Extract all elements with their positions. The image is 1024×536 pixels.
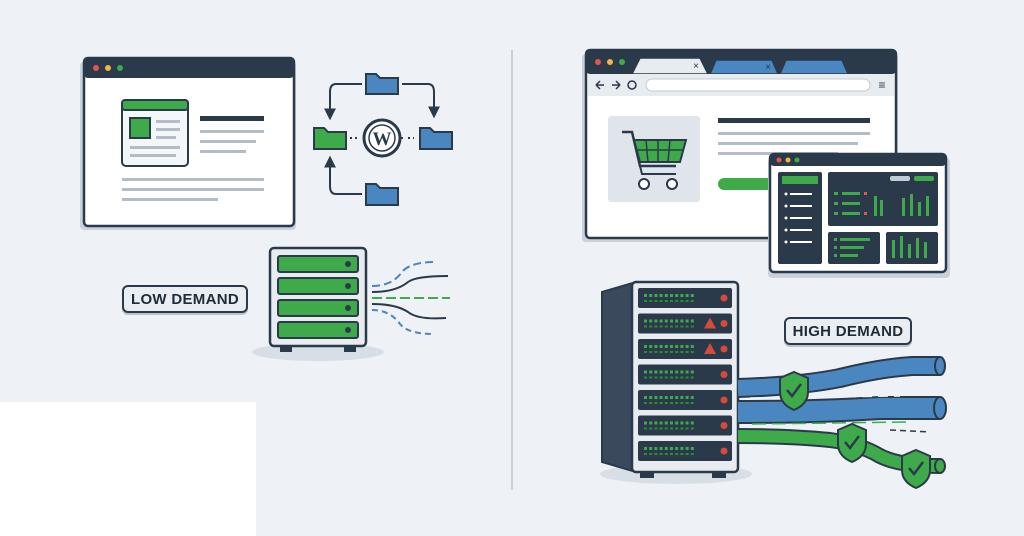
small-website-browser	[80, 56, 296, 230]
back-icon	[595, 80, 604, 90]
server-unit	[638, 364, 732, 385]
buy-button	[718, 178, 774, 190]
server-unit	[638, 441, 732, 461]
warning-icon	[704, 317, 716, 329]
status-light	[720, 396, 728, 404]
address-bar	[645, 78, 871, 92]
server-unit	[638, 313, 732, 334]
security-shield-icon	[901, 448, 931, 490]
security-shield-icon	[779, 370, 809, 412]
server-unit	[638, 339, 732, 359]
shopping-cart-icon	[622, 130, 688, 190]
browser-tab	[778, 59, 850, 75]
folder-icon-bottom	[365, 183, 399, 206]
folder-icon-right	[419, 127, 453, 150]
reload-icon	[627, 80, 637, 90]
window-maximize-dot	[117, 65, 123, 71]
security-shield-icon	[837, 422, 867, 464]
status-light	[720, 447, 728, 455]
tab-close-icon: ×	[693, 61, 699, 72]
small-server-rack	[252, 246, 384, 361]
menu-icon: ≡	[878, 78, 885, 92]
svg-text:W: W	[373, 129, 392, 150]
status-light	[720, 422, 728, 429]
window-close-dot	[93, 65, 99, 71]
server-units	[638, 288, 732, 461]
low-demand-label: LOW DEMAND	[122, 285, 248, 313]
server-unit	[638, 390, 732, 410]
center-divider	[511, 50, 513, 490]
warning-icon	[704, 343, 716, 354]
server-unit	[638, 415, 732, 436]
folder-icon-top	[365, 73, 399, 95]
window-minimize-dot	[105, 65, 111, 71]
status-light	[720, 371, 728, 378]
status-light	[720, 320, 728, 327]
status-light	[720, 294, 728, 302]
wordpress-folder-cycle: W	[313, 73, 453, 206]
server-feet	[640, 472, 726, 478]
page-heading-line	[200, 116, 264, 121]
high-demand-label: HIGH DEMAND	[784, 317, 912, 345]
folder-icon-left	[313, 127, 347, 150]
analytics-dashboard-window	[768, 152, 950, 278]
server-unit	[638, 288, 732, 308]
page-thumbnail-icon	[121, 99, 189, 167]
low-traffic-lines	[371, 261, 450, 335]
status-light	[720, 345, 728, 353]
blank-area	[0, 402, 256, 536]
wordpress-logo-icon: W	[362, 118, 402, 158]
tab-close-icon: ×	[765, 62, 771, 73]
forward-icon	[612, 80, 621, 90]
